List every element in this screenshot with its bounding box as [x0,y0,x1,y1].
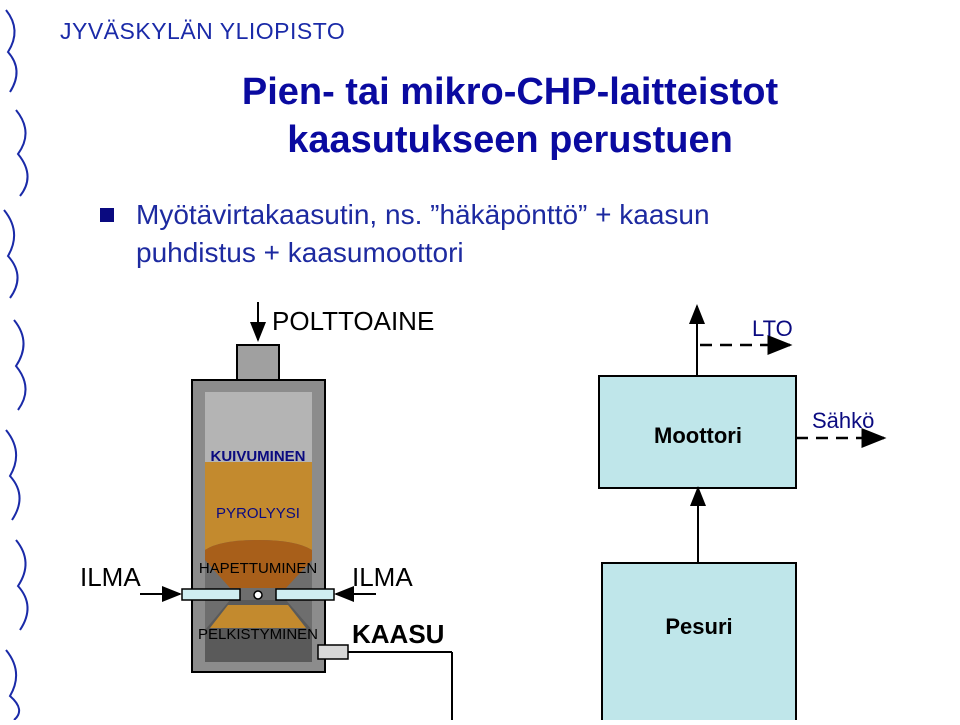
gas-label: KAASU [352,619,444,649]
pyrolysis-zone [205,462,312,550]
scrubber-box [601,562,797,720]
oxidation-label: HAPETTUMINEN [199,560,317,577]
fuel-label: POLTTOAINE [272,306,434,336]
oxidation-zone [205,540,312,588]
slide-title-line-2: kaasutukseen perustuen [287,119,733,161]
electricity-label: Sähkö [812,408,874,433]
air-nozzle-left [181,588,241,601]
air-right-label: ILMA [352,562,413,592]
lto-label: LTO [752,316,793,341]
slide-title: Pien- tai mikro-CHP-laitteistot kaasutuk… [160,68,860,164]
university-name: JYVÄSKYLÄN YLIOPISTO [60,18,346,44]
bullet-line-1: Myötävirtakaasutin, ns. ”häkäpönttö” + k… [136,199,710,230]
engine-label: Moottori [654,423,742,448]
university-emblem-strip [3,9,29,721]
bullet-text: Myötävirtakaasutin, ns. ”häkäpönttö” + k… [136,196,916,272]
air-nozzle-right [275,588,335,601]
gas-outlet-pipe [317,644,349,660]
pyrolysis-label: PYROLYYSI [216,505,300,522]
reduction-char-bed [210,605,306,628]
grate-center-icon [253,590,263,600]
scrubber-label: Pesuri [665,614,732,639]
slide-title-line-1: Pien- tai mikro-CHP-laitteistot [241,71,779,113]
bullet-line-2: puhdistus + kaasumoottori [136,237,464,268]
sidebar-decoration [0,0,48,721]
square-bullet-icon [100,208,114,222]
gasifier-unit [181,344,349,673]
reduction-label: PELKISTYMINEN [198,626,318,643]
engine-box [598,375,797,489]
air-left-label: ILMA [80,562,141,592]
drying-label: KUIVUMINEN [210,448,305,465]
drying-zone [205,392,312,462]
